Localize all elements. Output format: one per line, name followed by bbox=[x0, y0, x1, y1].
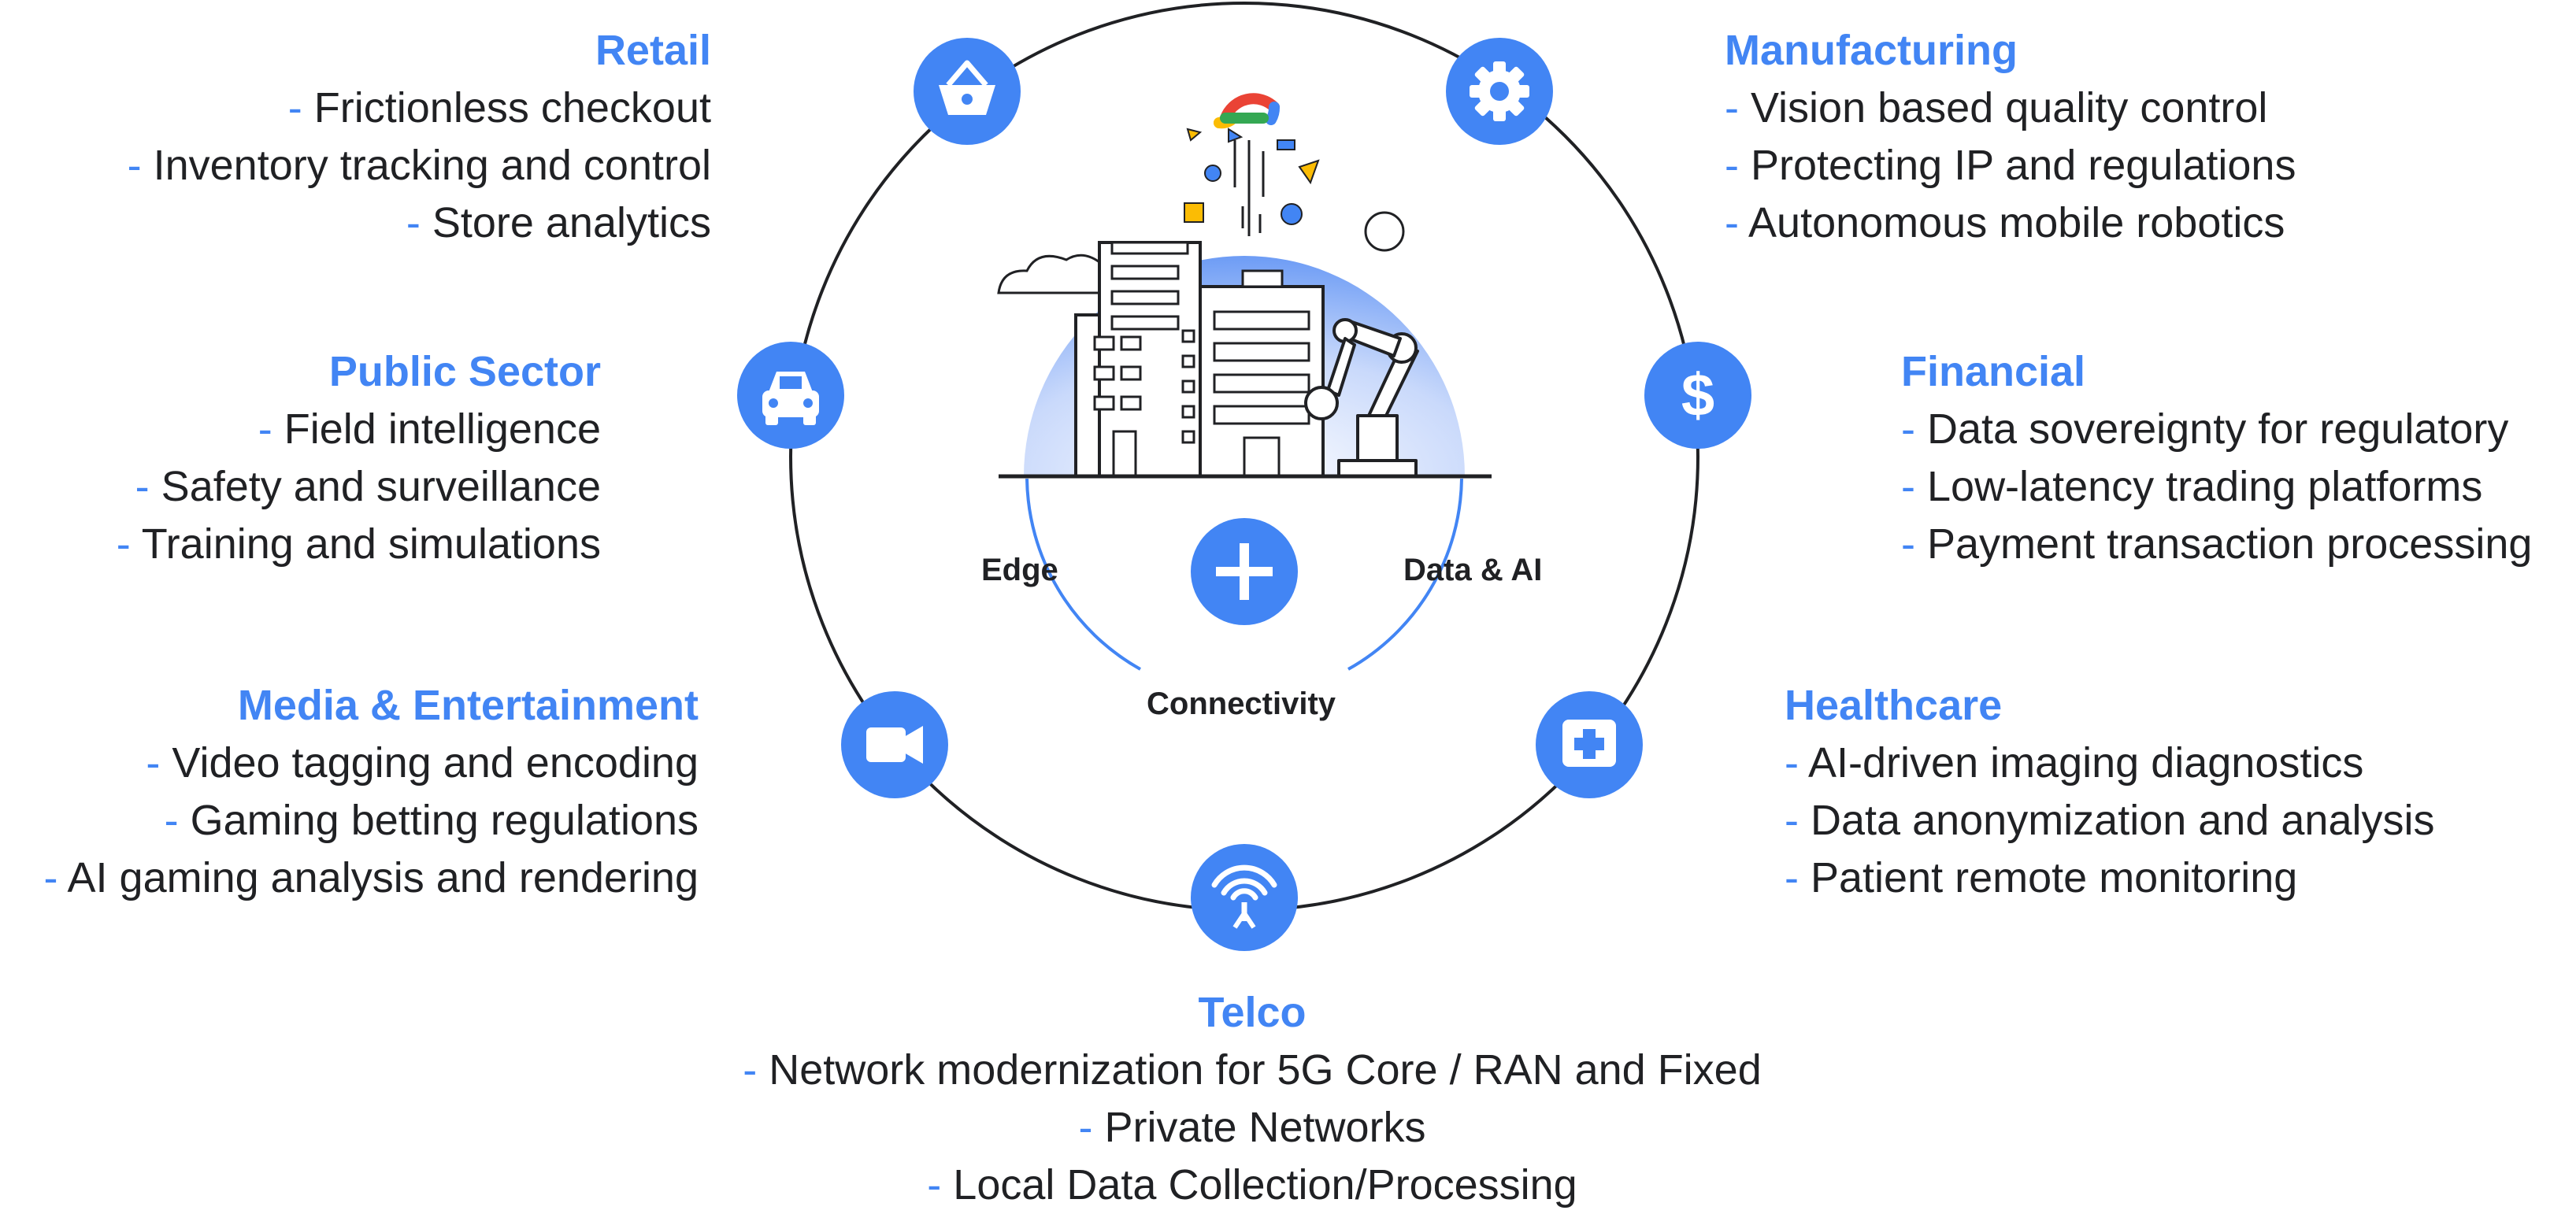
edge-label: Edge bbox=[981, 553, 1058, 587]
manufacturing-title: Manufacturing bbox=[1725, 27, 2018, 74]
public-sector-item: - Field intelligence bbox=[258, 405, 601, 453]
manufacturing-item: - Autonomous mobile robotics bbox=[1725, 199, 2285, 246]
media-item: - Gaming betting regulations bbox=[164, 797, 699, 844]
retail-item: - Inventory tracking and control bbox=[127, 142, 711, 189]
manufacturing-item: - Vision based quality control bbox=[1725, 84, 2268, 131]
manufacturing-section: Manufacturing - Vision based quality con… bbox=[1725, 22, 2296, 252]
telco-item: - Private Networks bbox=[1078, 1104, 1426, 1151]
retail-section: Retail - Frictionless checkout - Invento… bbox=[128, 22, 711, 252]
car-icon bbox=[737, 342, 844, 449]
public-sector-title: Public Sector bbox=[328, 348, 601, 395]
data-ai-arc bbox=[1347, 478, 1463, 671]
media-item: - AI gaming analysis and rendering bbox=[43, 854, 699, 901]
dollar-icon: $ bbox=[1644, 342, 1751, 449]
telco-item: - Local Data Collection/Processing bbox=[927, 1161, 1577, 1208]
financial-section: Financial - Data sovereignty for regulat… bbox=[1901, 343, 2532, 573]
manufacturing-item: - Protecting IP and regulations bbox=[1725, 142, 2296, 189]
retail-item: - Frictionless checkout bbox=[287, 84, 711, 131]
media-title: Media & Entertainment bbox=[237, 682, 699, 729]
telco-section: Telco - Network modernization for 5G Cor… bbox=[614, 984, 1890, 1214]
healthcare-item: - Patient remote monitoring bbox=[1785, 854, 2298, 901]
antenna-icon bbox=[1191, 844, 1298, 951]
plus-icon bbox=[1191, 518, 1298, 625]
public-sector-item: - Training and simulations bbox=[116, 520, 601, 568]
financial-title: Financial bbox=[1901, 348, 2086, 395]
city-illustration bbox=[997, 241, 1492, 479]
svg-text:$: $ bbox=[1681, 362, 1714, 429]
financial-item: - Data sovereignty for regulatory bbox=[1901, 405, 2509, 453]
shopping-basket-icon bbox=[914, 38, 1021, 145]
edge-arc bbox=[1025, 478, 1141, 671]
telco-item: - Network modernization for 5G Core / RA… bbox=[743, 1046, 1762, 1094]
retail-item: - Store analytics bbox=[406, 199, 711, 246]
media-item: - Video tagging and encoding bbox=[146, 739, 699, 787]
retail-title: Retail bbox=[595, 27, 711, 74]
connectivity-label: Connectivity bbox=[1147, 687, 1336, 721]
media-section: Media & Entertainment - Video tagging an… bbox=[44, 677, 699, 907]
healthcare-title: Healthcare bbox=[1785, 682, 2003, 729]
data-particles bbox=[1184, 128, 1405, 252]
medical-kit-icon bbox=[1536, 691, 1643, 798]
gear-icon bbox=[1446, 38, 1553, 145]
public-sector-item: - Safety and surveillance bbox=[135, 463, 601, 510]
financial-item: - Payment transaction processing bbox=[1901, 520, 2533, 568]
financial-item: - Low-latency trading platforms bbox=[1901, 463, 2483, 510]
google-cloud-logo bbox=[1214, 93, 1280, 129]
telco-title: Telco bbox=[1198, 989, 1307, 1036]
data-ai-label: Data & AI bbox=[1403, 553, 1543, 587]
video-camera-icon bbox=[841, 691, 948, 798]
healthcare-item: - Data anonymization and analysis bbox=[1785, 797, 2435, 844]
healthcare-item: - AI-driven imaging diagnostics bbox=[1785, 739, 2364, 787]
public-sector-section: Public Sector - Field intelligence - Saf… bbox=[117, 343, 601, 573]
healthcare-section: Healthcare - AI-driven imaging diagnosti… bbox=[1785, 677, 2434, 907]
